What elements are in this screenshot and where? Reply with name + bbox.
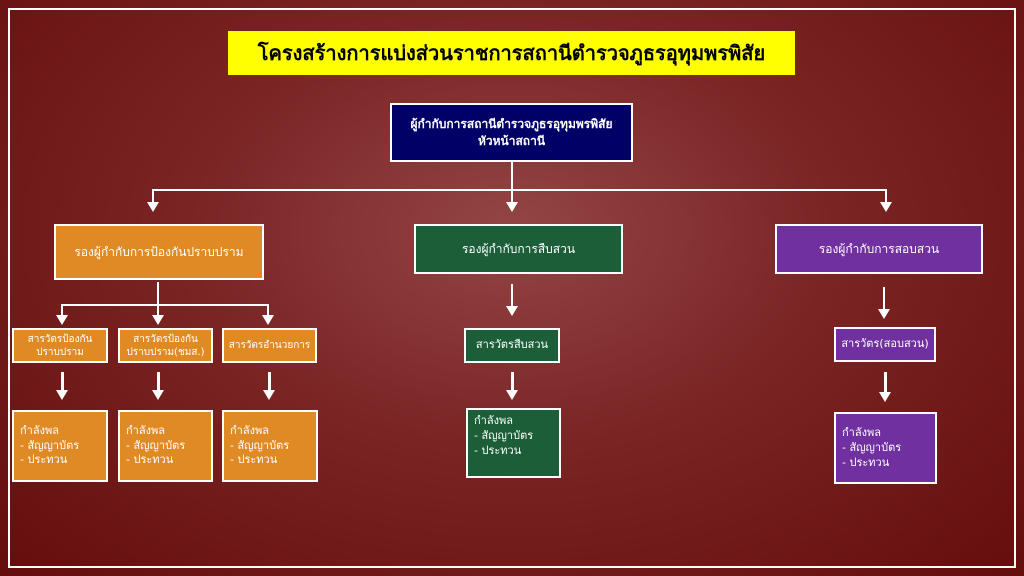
- inspector-label: สารวัตรป้องกัน: [27, 333, 93, 345]
- personnel-title: กำลังพล: [230, 423, 269, 437]
- inspector-label: สารวัตรสืบสวน: [475, 338, 549, 352]
- personnel-item: - ประทวน: [20, 453, 68, 467]
- arrow-down-icon: [152, 315, 164, 325]
- inspector-box: สารวัตรอำนวยการ: [222, 328, 317, 363]
- personnel-item: - สัญญาบัตร: [842, 440, 902, 454]
- connector: [157, 372, 160, 392]
- connector: [511, 162, 513, 190]
- personnel-item: - สัญญาบัตร: [230, 438, 290, 452]
- inspector-label: ปราบปราม: [36, 346, 84, 358]
- inspector-box: สารวัตรสืบสวน: [464, 328, 560, 363]
- personnel-box: กำลังพล- สัญญาบัตร- ประทวน: [12, 410, 108, 482]
- deputy-label: รองผู้กำกับการสอบสวน: [818, 241, 940, 256]
- personnel-box: กำลังพล- สัญญาบัตร- ประทวน: [834, 412, 937, 484]
- deputy-label: รองผู้กำกับการป้องกันปราบปราม: [74, 244, 244, 259]
- inspector-label: ปราบปราม(ชมส.): [126, 346, 205, 358]
- arrow-down-icon: [506, 390, 518, 400]
- inspector-box: สารวัตรป้องกันปราบปราม(ชมส.): [118, 328, 213, 363]
- slide-frame: [8, 8, 1016, 568]
- chart-title: โครงสร้างการแบ่งส่วนราชการสถานีตำรวจภูธร…: [228, 31, 795, 75]
- personnel-box: กำลังพล- สัญญาบัตร- ประทวน: [466, 408, 561, 478]
- arrow-down-icon: [56, 390, 68, 400]
- station-chief-title: ผู้กำกับการสถานีตำรวจภูธรอุทุมพรพิสัย: [410, 117, 613, 132]
- deputy-investigation-box: รองผู้กำกับการสืบสวน: [414, 224, 623, 274]
- deputy-label: รองผู้กำกับการสืบสวน: [461, 241, 576, 256]
- inspector-label: สารวัตรป้องกัน: [133, 333, 198, 345]
- connector: [61, 304, 63, 316]
- arrow-down-icon: [506, 202, 518, 212]
- deputy-prevention-box: รองผู้กำกับการป้องกันปราบปราม: [54, 224, 264, 280]
- personnel-item: - ประทวน: [474, 443, 522, 457]
- connector: [152, 189, 154, 203]
- connector: [61, 304, 269, 306]
- inspector-label: สารวัตรอำนวยการ: [228, 339, 311, 351]
- connector: [267, 304, 269, 316]
- arrow-down-icon: [879, 392, 891, 402]
- connector: [268, 372, 271, 392]
- station-chief-role: หัวหน้าสถานี: [477, 133, 546, 148]
- arrow-down-icon: [878, 309, 890, 319]
- connector: [157, 282, 159, 306]
- personnel-item: - สัญญาบัตร: [474, 428, 534, 442]
- arrow-down-icon: [262, 315, 274, 325]
- personnel-box: กำลังพล- สัญญาบัตร- ประทวน: [118, 410, 213, 482]
- arrow-down-icon: [880, 202, 892, 212]
- connector: [884, 372, 887, 394]
- inspector-box: สารวัตรป้องกันปราบปราม: [12, 328, 108, 363]
- connector: [885, 189, 887, 203]
- personnel-item: - ประทวน: [230, 453, 278, 467]
- arrow-down-icon: [56, 315, 68, 325]
- arrow-down-icon: [263, 390, 275, 400]
- connector: [511, 284, 513, 308]
- connector: [511, 372, 514, 392]
- arrow-down-icon: [147, 202, 159, 212]
- deputy-inquiry-box: รองผู้กำกับการสอบสวน: [775, 224, 983, 274]
- personnel-item: - ประทวน: [842, 455, 890, 469]
- connector: [883, 287, 885, 311]
- personnel-item: - สัญญาบัตร: [126, 438, 186, 452]
- personnel-title: กำลังพล: [20, 423, 59, 437]
- connector: [157, 304, 159, 316]
- personnel-item: - ประทวน: [126, 453, 174, 467]
- personnel-item: - สัญญาบัตร: [20, 438, 80, 452]
- arrow-down-icon: [152, 390, 164, 400]
- connector: [152, 189, 887, 191]
- personnel-title: กำลังพล: [474, 414, 513, 427]
- station-chief-box: ผู้กำกับการสถานีตำรวจภูธรอุทุมพรพิสัย หั…: [390, 103, 633, 162]
- personnel-title: กำลังพล: [126, 423, 165, 437]
- personnel-title: กำลังพล: [842, 426, 881, 439]
- inspector-label: สารวัตร(สอบสวน): [841, 337, 929, 351]
- connector: [511, 189, 513, 203]
- arrow-down-icon: [506, 306, 518, 316]
- connector: [61, 372, 64, 392]
- inspector-box: สารวัตร(สอบสวน): [834, 327, 936, 362]
- personnel-box: กำลังพล- สัญญาบัตร- ประทวน: [222, 410, 318, 482]
